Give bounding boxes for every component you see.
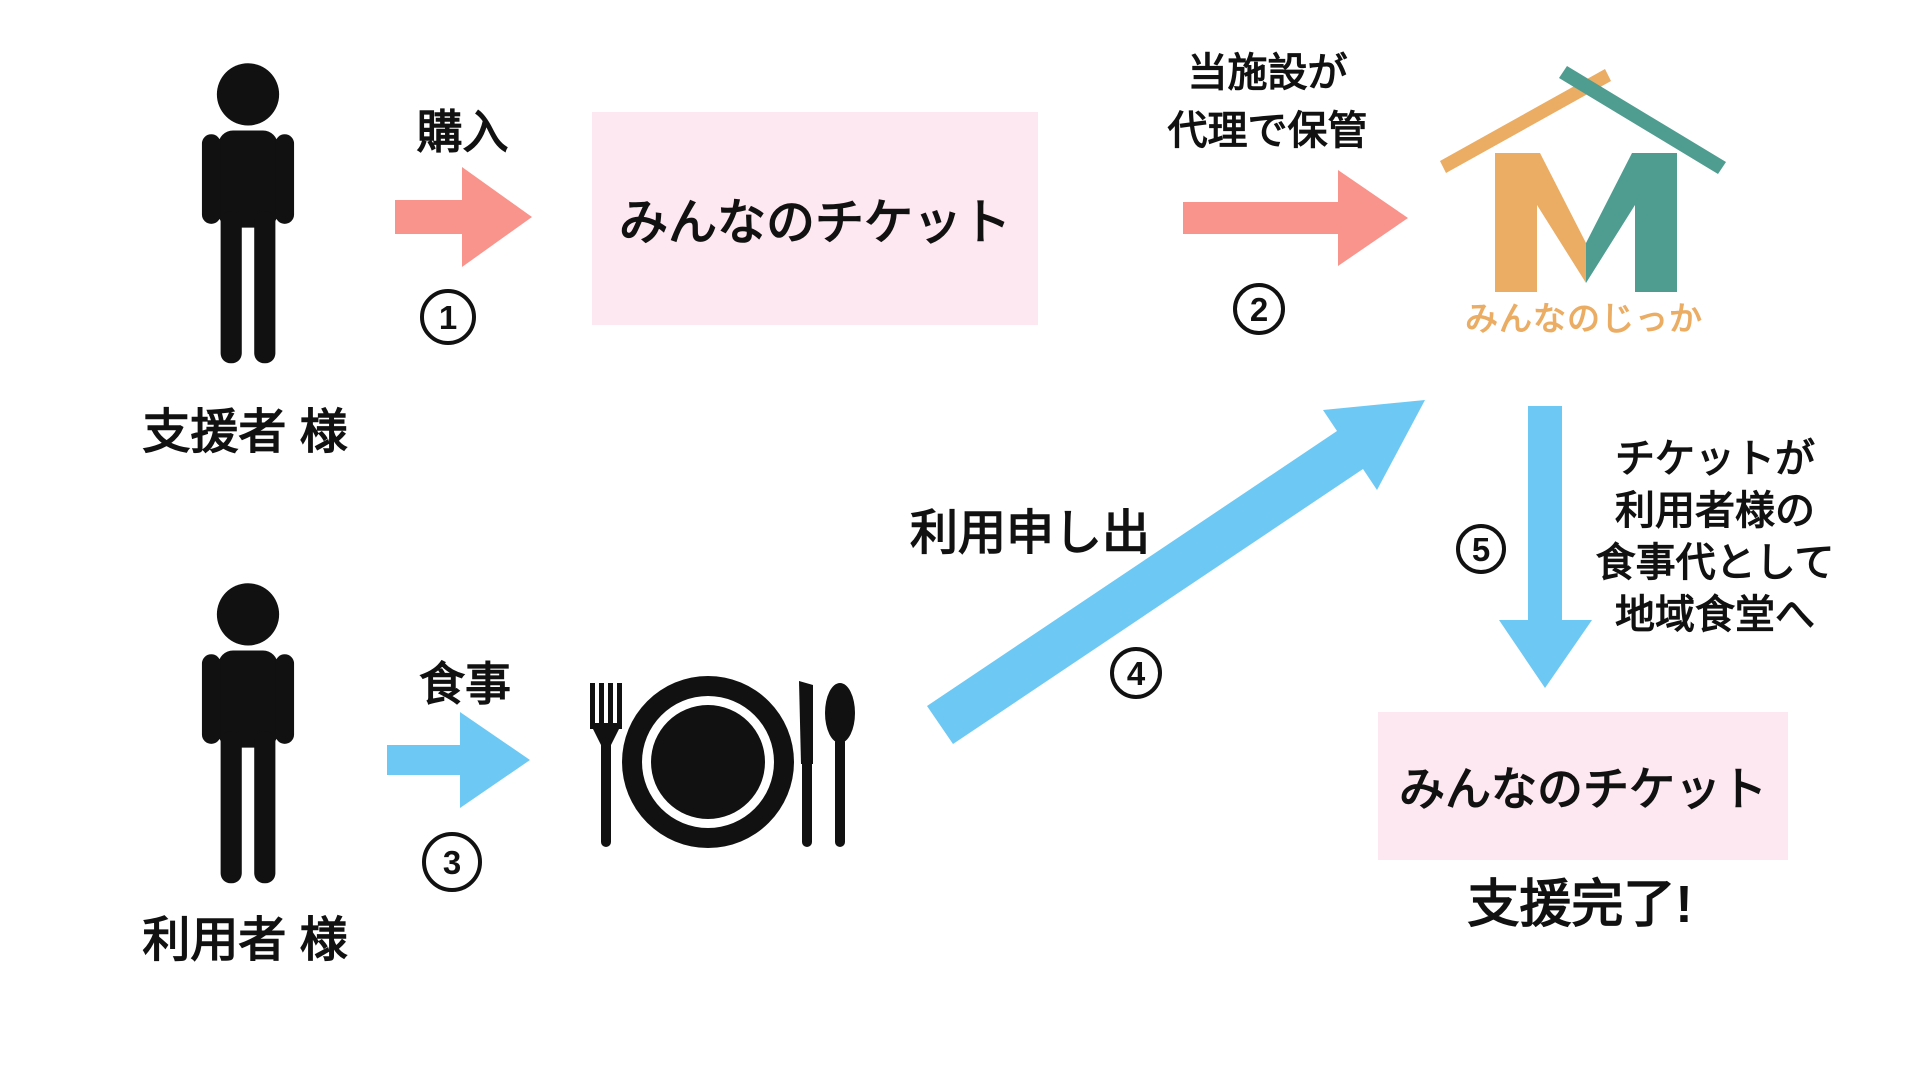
supporter-person-icon — [201, 63, 295, 364]
step-4-badge: 4 — [1110, 647, 1162, 699]
transfer-note-line4: 地域食堂へ — [1615, 593, 1815, 637]
transfer-arrow-icon — [1499, 406, 1592, 688]
logo-roof-beam-left — [1440, 69, 1611, 173]
step-2-badge: 2 — [1233, 283, 1285, 335]
user-label: 利用者 様 — [142, 914, 348, 967]
purchase-label: 購入 — [416, 106, 509, 158]
ticket-box-top: みんなのチケット — [592, 112, 1038, 325]
step-3-badge: 3 — [422, 832, 482, 892]
step-1-badge: 1 — [420, 289, 476, 345]
user-person-icon — [201, 583, 295, 884]
storage-label-line1: 当施設が — [1187, 51, 1348, 95]
ticket-box-bottom-label: みんなのチケット — [1399, 763, 1767, 815]
meal-plate-icon — [590, 676, 855, 848]
transfer-note-line3: 食事代として — [1595, 541, 1835, 585]
transfer-note: チケットが 利用者様の 食事代として 地域食堂へ — [1590, 433, 1840, 641]
support-complete-label: 支援完了! — [1467, 876, 1693, 934]
storage-arrow-icon — [1183, 170, 1408, 266]
request-arrow-icon — [927, 400, 1425, 744]
purchase-arrow-icon — [395, 167, 532, 267]
step-5-number: 5 — [1471, 530, 1491, 568]
ticket-box-bottom: みんなのチケット — [1378, 712, 1788, 860]
meal-label: 食事 — [419, 658, 511, 710]
transfer-note-line2: 利用者様の — [1615, 489, 1815, 533]
supporter-label: 支援者 様 — [142, 406, 348, 459]
step-4-number: 4 — [1126, 654, 1146, 692]
meal-arrow-icon — [387, 712, 530, 808]
facility-logo-name: みんなのじっか — [1465, 300, 1703, 337]
logo-roof-beam-right — [1559, 66, 1726, 174]
step-5-badge: 5 — [1456, 524, 1506, 574]
storage-label: 当施設が 代理で保管 — [1140, 44, 1395, 160]
transfer-note-line1: チケットが — [1615, 437, 1815, 481]
ticket-box-top-label: みんなのチケット — [618, 196, 1011, 250]
step-3-number: 3 — [442, 843, 462, 881]
request-label: 利用申し出 — [909, 507, 1150, 560]
step-2-number: 2 — [1249, 290, 1269, 328]
facility-logo-icon — [1440, 66, 1726, 292]
storage-label-line2: 代理で保管 — [1167, 109, 1368, 153]
step-1-number: 1 — [438, 298, 458, 336]
